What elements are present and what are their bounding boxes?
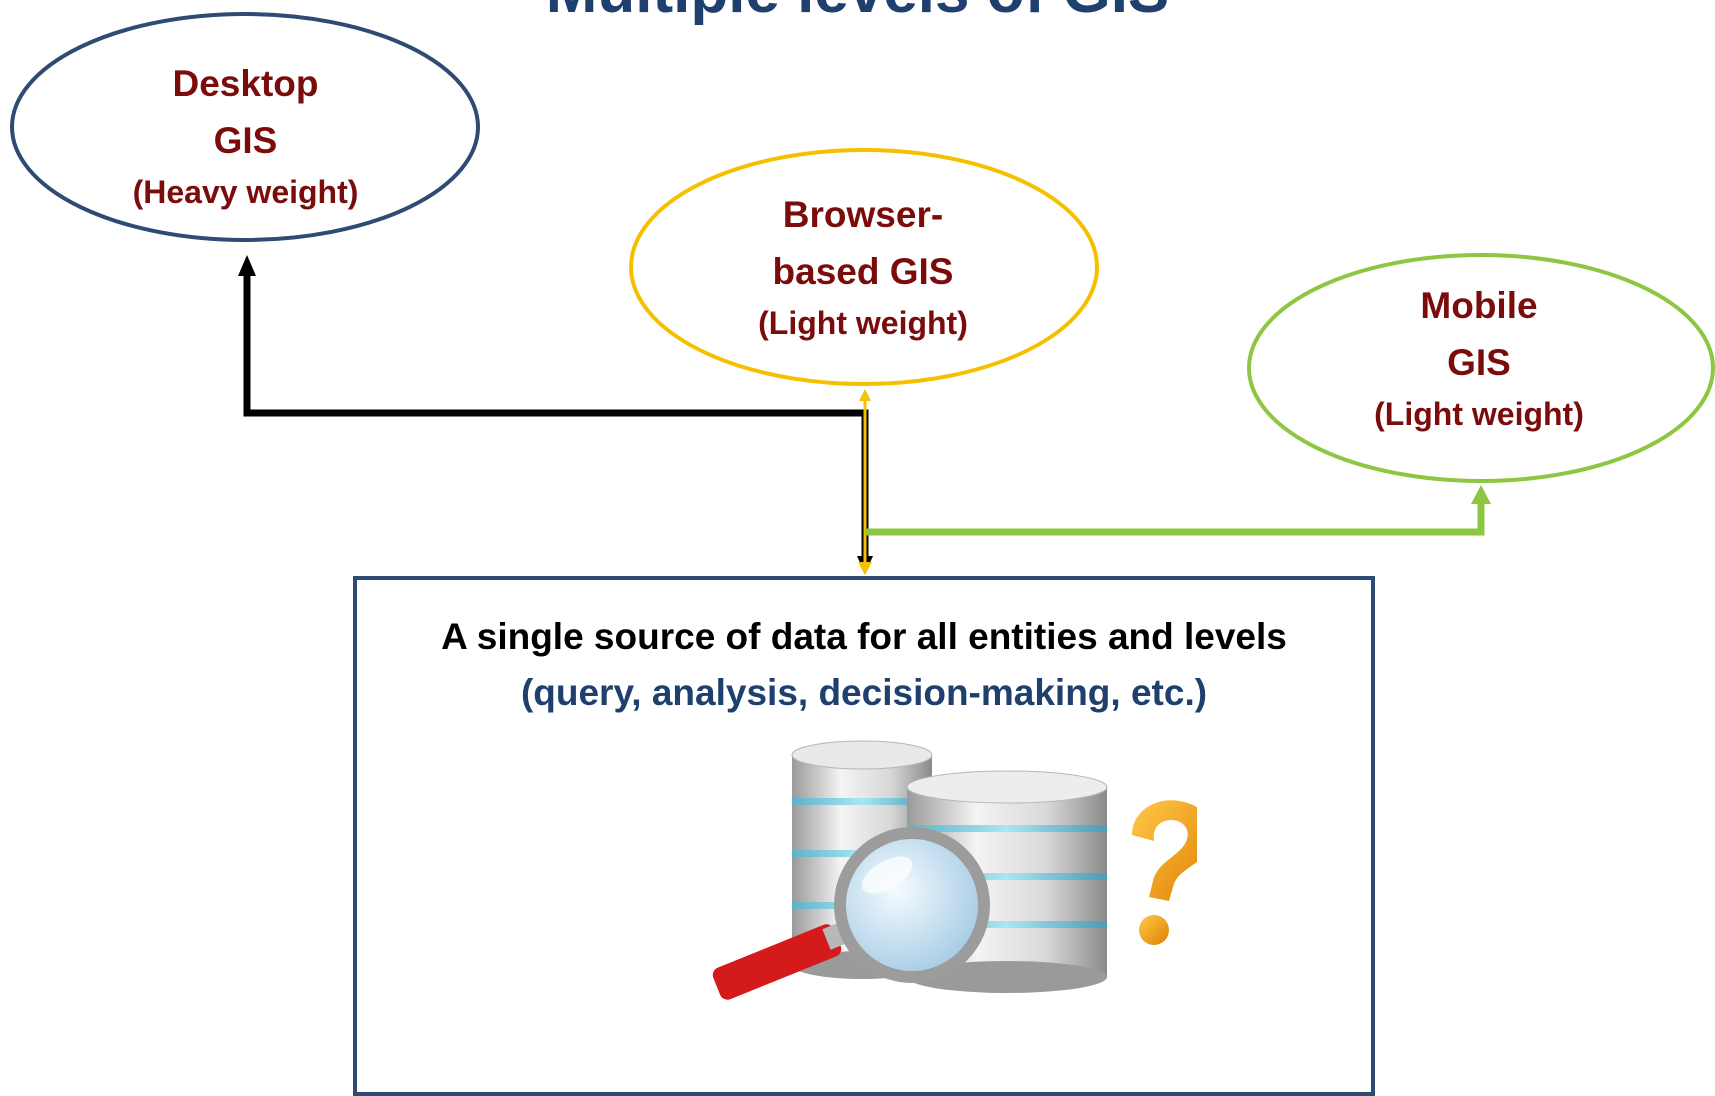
connector-layer — [10, 12, 1715, 575]
diagram-title: Multiple levels of GIS — [0, 0, 1715, 27]
mobile-gis-node: Mobile GIS (Light weight) — [1246, 277, 1712, 437]
data-source-title: A single source of data for all entities… — [441, 616, 1287, 657]
browser-gis-ellipse — [629, 148, 1099, 386]
desktop-gis-ellipse — [10, 12, 480, 242]
mobile-gis-ellipse — [1247, 253, 1715, 483]
data-source-purposes: (query, analysis, decision-making, etc.) — [520, 672, 1208, 713]
mobile-gis-subtitle: GIS — [1447, 342, 1511, 383]
desktop-gis-weight: (Heavy weight) — [132, 174, 359, 210]
desktop-gis-subtitle: GIS — [213, 120, 278, 161]
mobile-gis-title: Mobile — [1420, 285, 1538, 326]
browser-connector — [858, 389, 872, 575]
mobile-gis-weight: (Light weight) — [1374, 396, 1584, 432]
browser-gis-title: Browser- — [782, 194, 944, 235]
database-illustration — [712, 740, 1197, 1000]
desktop-gis-node: Desktop GIS (Heavy weight) — [12, 55, 479, 215]
magnifying-glass-icon — [712, 827, 990, 1000]
browser-gis-subtitle: based GIS — [772, 251, 954, 292]
question-mark-icon — [1132, 800, 1197, 945]
data-source-box: A single source of data for all entities… — [353, 576, 1375, 1096]
browser-gis-node: Browser- based GIS (Light weight) — [630, 186, 1096, 346]
desktop-gis-title: Desktop — [172, 63, 319, 104]
browser-gis-weight: (Light weight) — [758, 305, 968, 341]
mobile-connector — [865, 485, 1491, 536]
